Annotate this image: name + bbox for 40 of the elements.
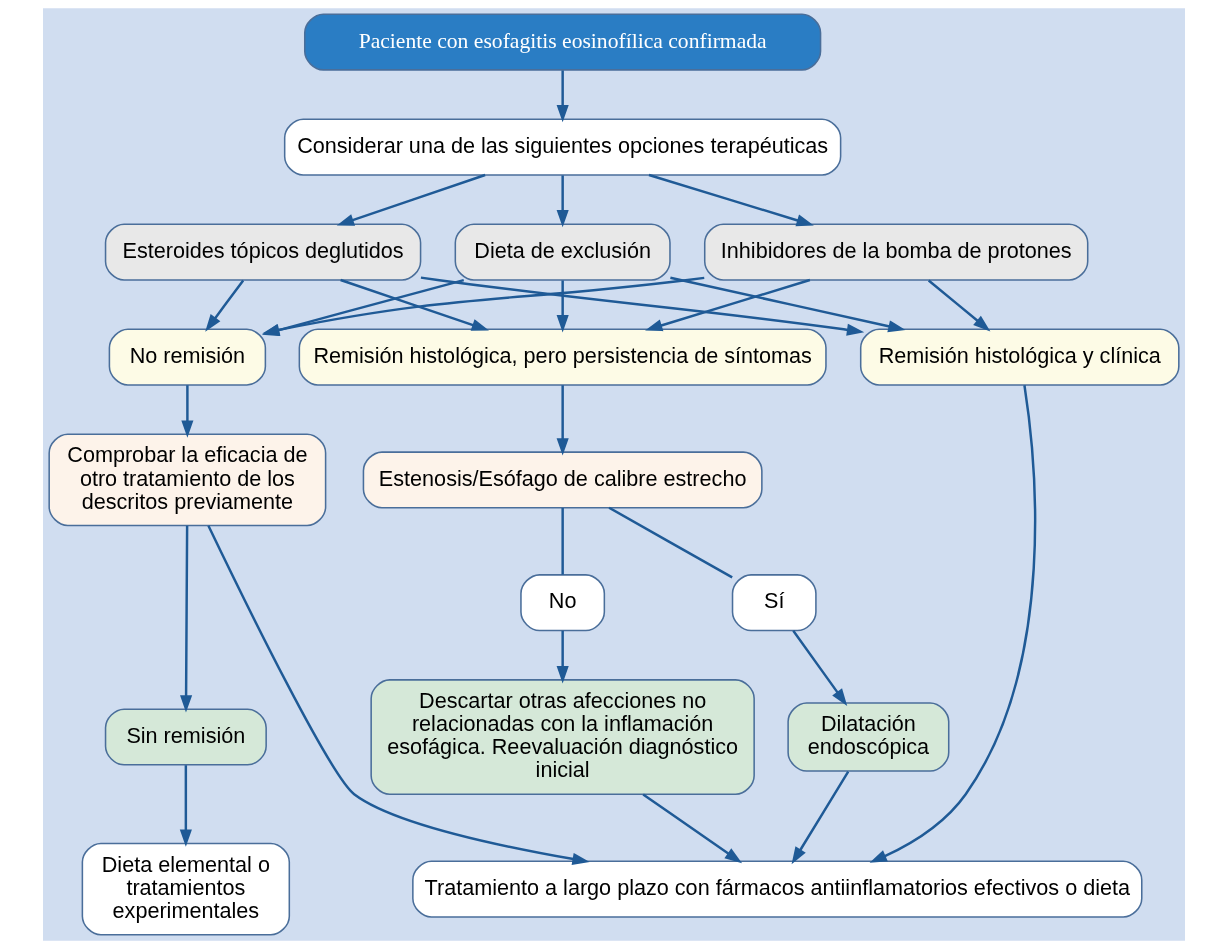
arrow	[207, 525, 590, 865]
arrow	[420, 276, 865, 336]
node-box: No	[520, 574, 606, 632]
arrow	[645, 278, 811, 332]
arrow	[179, 765, 192, 847]
arrow	[340, 278, 489, 331]
arrow	[791, 771, 850, 865]
arrow	[556, 630, 569, 684]
node-box: Remisión histológica y clínica	[859, 328, 1180, 386]
arrow	[648, 173, 814, 227]
arrow	[642, 793, 743, 864]
node-box: Dieta de exclusión	[454, 223, 671, 281]
node-box: Considerar una de las siguientes opciones terapéuticas	[283, 118, 842, 176]
node-box: Estenosis/Esófago de calibre estrecho	[362, 451, 763, 509]
node-box: Sí	[731, 574, 817, 632]
node-box: Paciente con esofagitis eosinofílica confirmada	[304, 13, 822, 71]
arrow	[869, 385, 1037, 863]
node-box: Dilatación endoscópica	[787, 702, 950, 772]
arrow	[336, 173, 486, 226]
node-box: Remisión histológica, pero persistencia de síntomas	[298, 328, 827, 386]
node-box: Dieta elemental o tratamientos experimentales	[81, 842, 291, 936]
arrow	[205, 279, 245, 332]
arrow	[927, 279, 991, 332]
node-box: Inhibidores de la bomba de protones	[703, 223, 1089, 281]
arrow	[181, 385, 194, 438]
arrow	[556, 175, 569, 228]
node-box: Esteroides tópicos deglutidos	[104, 223, 422, 281]
connector	[561, 508, 564, 575]
arrow	[180, 525, 193, 713]
node-box: Tratamiento a largo plazo con fármacos antiinflamatorios efectivos o dieta	[412, 860, 1143, 918]
arrow	[556, 385, 569, 456]
connector	[608, 506, 733, 579]
node-box: Comprobar la eficacia de otro tratamiento de los descritos previamente	[48, 433, 327, 527]
arrow	[556, 280, 569, 333]
node-box: Descartar otras afecciones no relacionadas con la inflamación esofágica. Reevaluación diagnóstico inicial	[370, 679, 755, 795]
node-box: Sin remisión	[104, 708, 267, 766]
arrow	[792, 630, 848, 706]
arrow	[670, 276, 906, 333]
arrow	[556, 70, 569, 123]
node-box: No remisión	[108, 328, 267, 386]
